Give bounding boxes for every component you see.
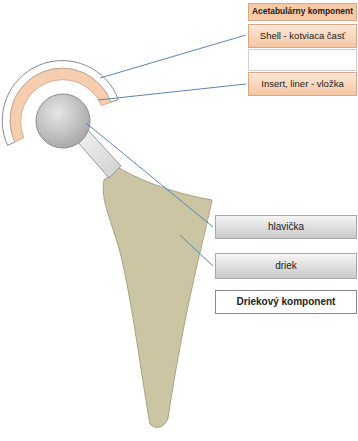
leader-line <box>86 123 213 227</box>
part-label: driek <box>275 260 297 272</box>
heading-box: Acetabulárny komponent <box>248 3 357 21</box>
femoral-stem <box>103 168 212 427</box>
leader-line <box>100 35 246 78</box>
part-label-box: Insert, liner - vložka <box>248 72 357 96</box>
part-label-box: driek <box>215 253 357 279</box>
part-label: hlavička <box>268 221 304 233</box>
empty-label-box <box>249 50 357 71</box>
part-label: Shell - kotviaca časť <box>260 31 345 42</box>
part-label-box: Shell - kotviaca časť <box>248 24 357 48</box>
leader-line <box>180 235 213 266</box>
part-label-box: hlavička <box>215 215 357 239</box>
part-label: Insert, liner - vložka <box>261 79 343 90</box>
femoral-head <box>36 94 90 148</box>
heading-box: Driekový komponent <box>215 290 357 314</box>
leader-line <box>98 84 246 100</box>
part-label: Driekový komponent <box>237 296 336 308</box>
part-label: Acetabulárny komponent <box>252 7 353 17</box>
